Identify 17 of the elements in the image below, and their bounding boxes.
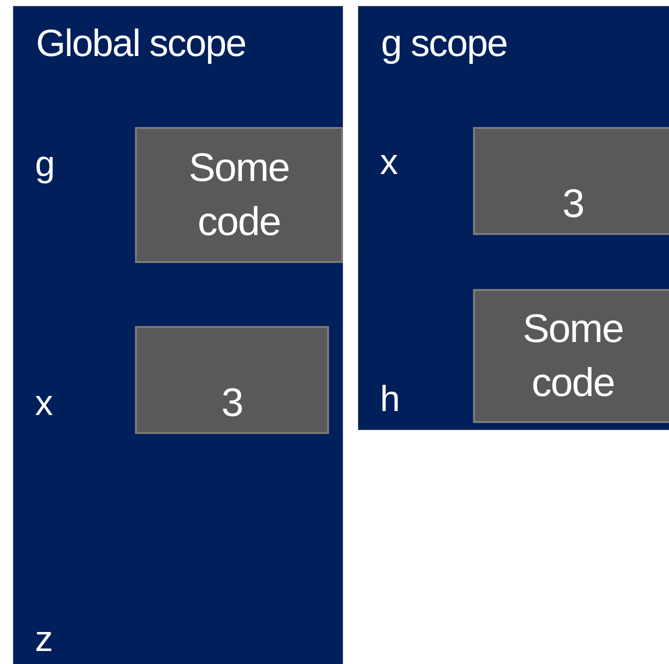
value-box [135, 127, 343, 263]
variable-name: z [35, 618, 53, 660]
variable-name: h [380, 378, 400, 420]
scope-title: Global scope [36, 23, 246, 66]
value-text: 3 [562, 181, 584, 228]
value-box [473, 127, 669, 235]
scope-panel [13, 6, 343, 664]
variable-name: x [35, 382, 53, 424]
scope-title: g scope [381, 23, 508, 66]
scope-panel [358, 6, 669, 430]
variable-name: g [35, 143, 56, 185]
value-box [473, 289, 669, 423]
value-box [135, 326, 329, 434]
value-text: Some code [522, 306, 624, 407]
variable-name: x [380, 141, 398, 183]
value-text: Some code [188, 145, 290, 246]
value-text: 3 [221, 380, 243, 427]
